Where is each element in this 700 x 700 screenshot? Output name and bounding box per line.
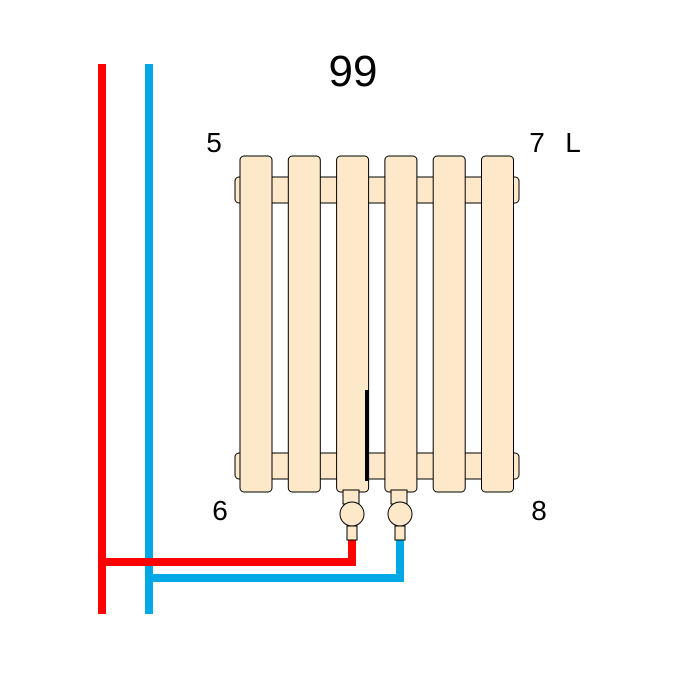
valve-spindle [365,390,369,481]
supply-riser-pipe [98,64,106,614]
supply-branch-pipe [98,558,356,566]
supply-valve [339,489,365,541]
radiator-section [287,155,321,493]
radiator-bottom-header [234,452,520,480]
radiator-top-header [234,176,520,204]
diagram-title: 99 [329,47,378,96]
side-label: L [565,127,581,158]
radiator-section [432,155,466,493]
radiator-section [481,155,514,493]
radiator-section [384,155,418,493]
radiator-section [336,155,370,493]
corner-label-bottom-left: 6 [212,495,228,526]
return-branch-pipe [145,574,404,582]
return-valve [387,489,413,541]
supply-branch-riser [348,538,356,566]
radiator-columns [239,155,514,493]
corner-label-bottom-right: 8 [531,495,547,526]
corner-label-top-left: 5 [206,127,222,158]
radiator-section [239,155,273,493]
corner-label-top-right: 7 [529,127,545,158]
return-branch-riser [396,538,404,582]
return-riser-pipe [145,64,153,614]
